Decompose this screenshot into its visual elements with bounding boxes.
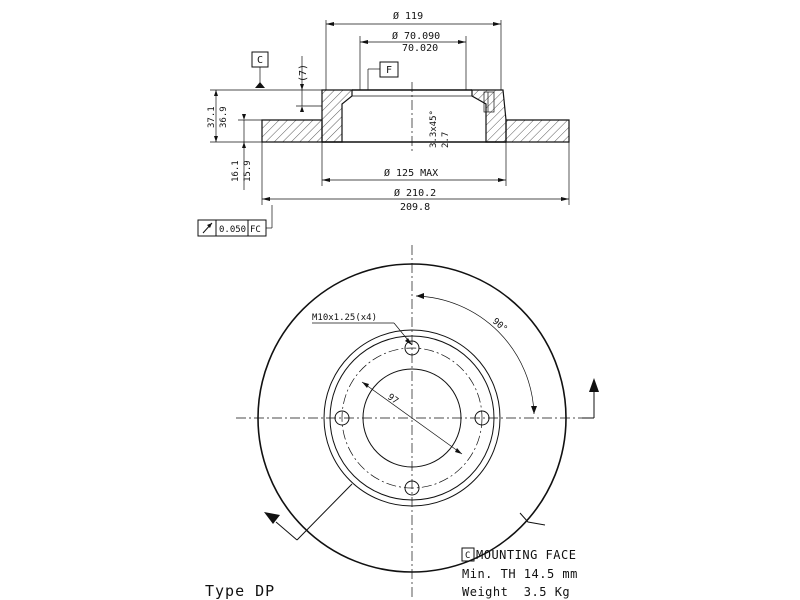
pcd-line [361,381,463,455]
arrow-37-bottom [214,136,218,142]
pcd-arrow-end [455,448,462,454]
dim-210-upper: Ø 210.2 [394,187,436,199]
tolerance-value: 0.050 [219,225,246,235]
mounting-datum-label: C [465,551,470,561]
min-thickness-label: Min. TH 14.5 mm [462,567,578,581]
bolt-hole-bottom [404,480,420,496]
dim-37-1: 37.1 [207,106,217,128]
notes-block: C MOUNTING FACE Min. TH 14.5 mm Weight 3… [205,547,578,600]
dim-210-lower: 209.8 [400,202,430,213]
bolt-pitch-circle [341,347,483,489]
arrow-70-left [360,40,368,44]
front-view: 97 M10x1.25(x4) 90° [236,245,599,600]
dim-36-9: 36.9 [219,106,229,128]
disc-edge-notch [519,512,546,526]
section-view: Ø 119 Ø 70.090 70.020 F C (7) 37.1 36.9 [197,10,570,237]
type-label: Type DP [205,582,275,600]
mounting-datum-box [461,547,475,562]
weight-label: Weight 3.5 Kg [462,585,570,599]
dim-70-upper: Ø 70.090 [392,30,440,42]
thread-label: M10x1.25(x4) [312,313,377,323]
arrow-7-top [300,84,304,90]
angle-arrow-start [416,293,424,299]
arrow-125-right [498,178,506,182]
tolerance-ref: FC [250,225,261,235]
dim-15-9: 15.9 [243,160,253,182]
disc-outer-circle [257,263,567,573]
section-left-flange [261,119,323,143]
angle-arrow-end [531,406,537,414]
dim-70-lower: 70.020 [402,43,438,54]
angle-label: 90° [490,317,509,335]
pcd-arrow-start [362,382,369,388]
chamfer-label: 3.3x45° [429,110,439,148]
view-arrow-right-icon [589,378,599,392]
angle-arc [415,295,535,415]
dim-16-1: 16.1 [231,160,241,182]
arrow-210-left [262,197,270,201]
center-bore-circle [362,368,462,468]
view-arrow-left-shaft [275,521,298,541]
bolt-hole-top [404,340,420,356]
section-right-hat-wall [471,89,507,143]
runout-tolerance-frame: 0.050 FC [197,205,273,237]
section-line-lower [296,483,353,541]
hat-outer-circle [323,329,501,507]
datum-c-label: C [257,55,263,66]
arrow-119-left [326,22,334,26]
bolt-hole-right [474,410,490,426]
datum-f-box [379,61,399,78]
arrow-70-right [458,40,466,44]
hat-inner-circle [329,335,495,501]
dim-119-label: Ø 119 [393,10,423,22]
dim-7-label: (7) [298,64,309,82]
arrow-37-top [214,90,218,96]
thread-arrowhead [405,338,412,345]
mounting-face-label: MOUNTING FACE [476,548,576,562]
runout-arrowhead-icon [207,223,212,228]
view-arrow-left-icon [264,512,280,524]
dim-125-label: Ø 125 MAX [384,167,438,179]
section-left-hat-wall [321,89,353,143]
arrow-119-right [493,22,501,26]
pcd-label: 97 [385,392,400,406]
arrow-210-right [561,197,569,201]
section-right-flange [505,119,570,143]
datum-c-triangle [255,82,265,88]
datum-f-label: F [386,65,392,76]
arrow-7-bottom [300,106,304,112]
arrow-125-left [322,178,330,182]
bolt-hole-left [334,410,350,426]
arrow-16-bottom [242,142,246,148]
dim-2-7: 2.7 [441,132,451,148]
arrow-16-top [242,114,246,120]
section-stud-detail [483,91,495,113]
